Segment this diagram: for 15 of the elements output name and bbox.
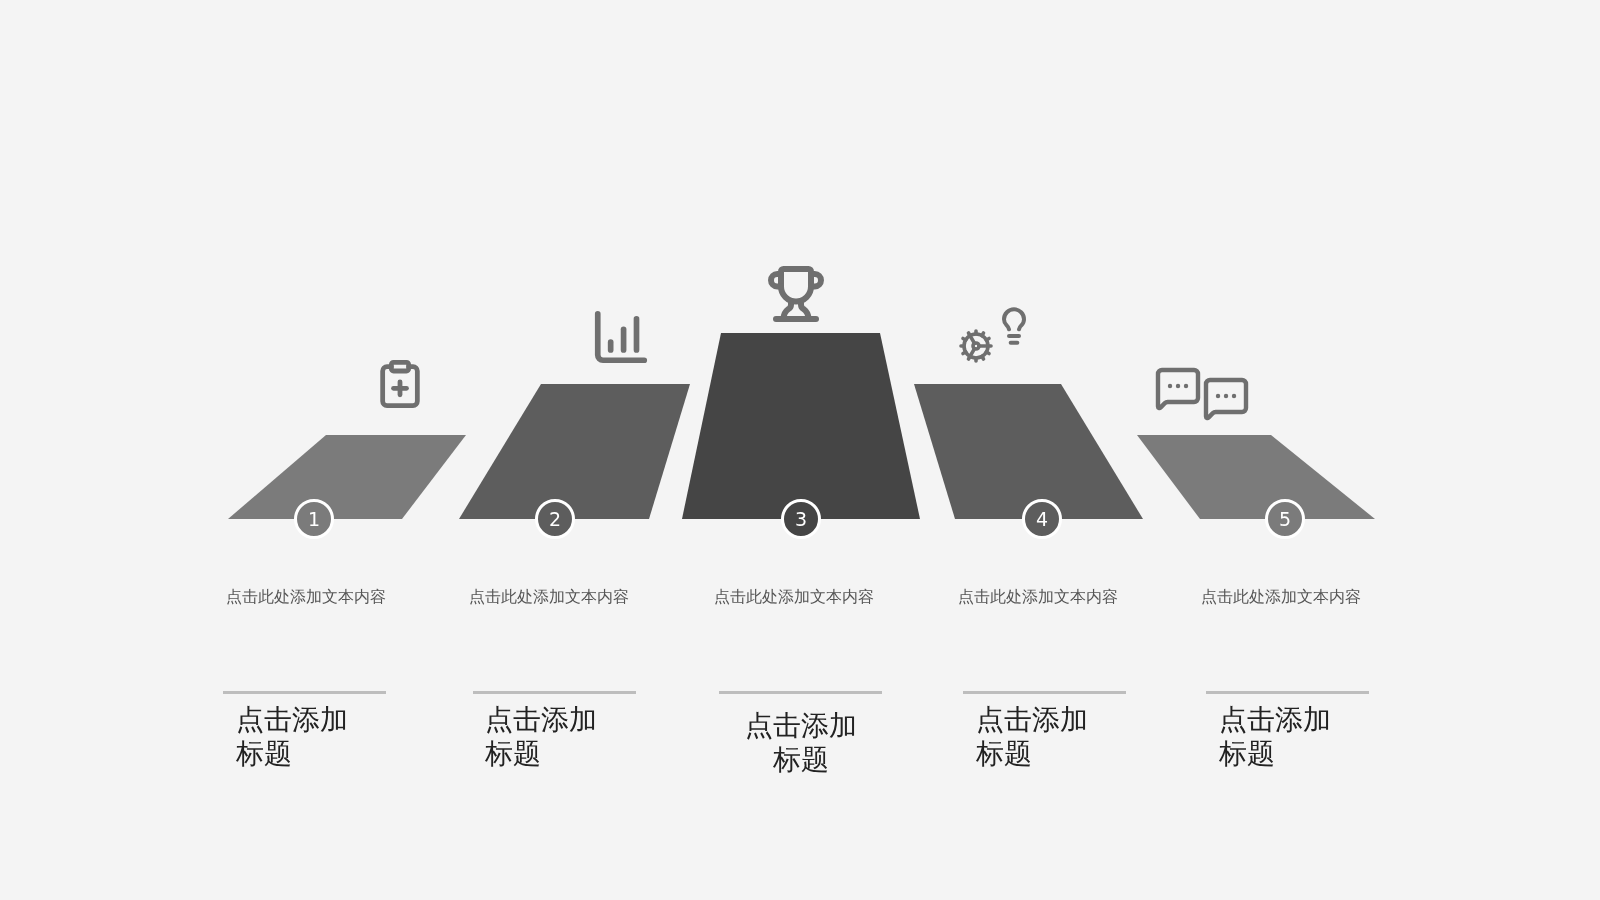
title-text: 点击添加标题 bbox=[485, 703, 598, 771]
title-text: 点击添加标题 bbox=[236, 703, 349, 771]
body-text: 点击此处添加文本内容 bbox=[469, 586, 630, 608]
body-text: 点击此处添加文本内容 bbox=[714, 586, 875, 608]
number-circle: 2 bbox=[535, 499, 575, 539]
body-text: 点击此处添加文本内容 bbox=[226, 586, 387, 608]
title-text: 点击添加标题 bbox=[976, 703, 1089, 771]
number-circle: 5 bbox=[1265, 499, 1305, 539]
number-circle: 3 bbox=[781, 499, 821, 539]
title-text: 点击添加标题 bbox=[744, 709, 858, 777]
body-text: 点击此处添加文本内容 bbox=[1201, 586, 1362, 608]
body-text: 点击此处添加文本内容 bbox=[958, 586, 1119, 608]
number-circle: 4 bbox=[1022, 499, 1062, 539]
title-text: 点击添加标题 bbox=[1219, 703, 1332, 771]
number-circle: 1 bbox=[294, 499, 334, 539]
